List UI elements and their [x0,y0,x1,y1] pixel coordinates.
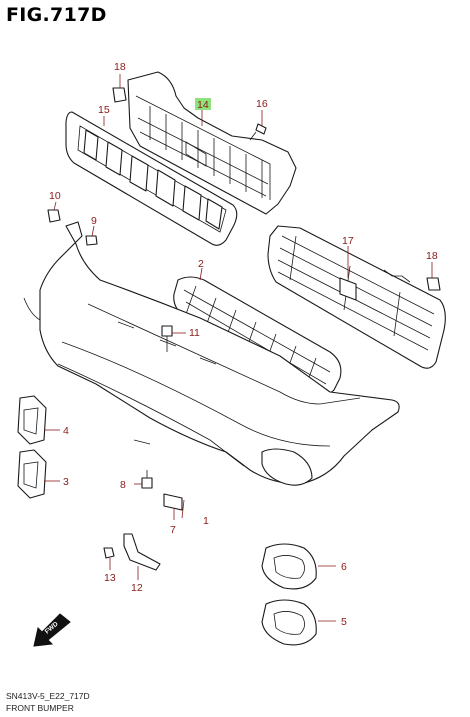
part-8-clip [141,470,153,489]
callout-5: 5 [341,616,347,628]
part-18-clip-right [426,277,441,291]
part-4-side-bracket [17,395,47,445]
callout-14: 14 [197,99,209,111]
part-1-bumper-body [23,221,400,486]
part-12-bracket [123,533,161,571]
callout-15: 15 [98,104,110,116]
callout-11: 11 [189,327,200,339]
leader-lines [44,74,433,622]
figure-title: FIG.717D [6,4,107,26]
callout-labels: 18 15 14 16 10 9 17 18 2 11 4 3 8 1 7 6 … [49,61,438,628]
part-3-side-bracket [17,449,47,499]
part-5-fog-bezel [261,599,317,646]
figure-name: FRONT BUMPER [6,703,74,713]
callout-16: 16 [256,98,268,110]
callout-17: 17 [342,235,354,247]
callout-2: 2 [198,258,204,270]
fwd-direction-arrow: FWD [33,613,71,647]
part-7-bracket [163,493,183,511]
callout-9: 9 [91,215,97,227]
figure-code: SN413V-5_E22_717D [6,691,90,701]
callout-18: 18 [114,61,126,73]
callout-12: 12 [131,582,143,594]
callout-8: 8 [120,479,126,491]
part-14-grille-inner [127,71,297,215]
callout-7: 7 [170,524,176,536]
callout-18-right: 18 [426,250,438,262]
part-6-fog-bezel [261,543,317,590]
part-16-screw [249,123,267,141]
callout-6: 6 [341,561,347,573]
callout-13: 13 [104,572,116,584]
callout-4: 4 [63,425,69,437]
callout-1: 1 [203,515,209,527]
part-10-nut [47,209,61,223]
callout-3: 3 [63,476,69,488]
part-17-grille-assembly [267,225,446,369]
callout-10: 10 [49,190,61,202]
part-15-grille-frame [65,111,238,246]
part-18-clip-top [112,87,127,103]
callout-14-highlight [195,98,211,110]
part-9-bolt [85,235,98,246]
part-13-bolt [103,547,115,559]
part-11-fastener [161,325,173,352]
